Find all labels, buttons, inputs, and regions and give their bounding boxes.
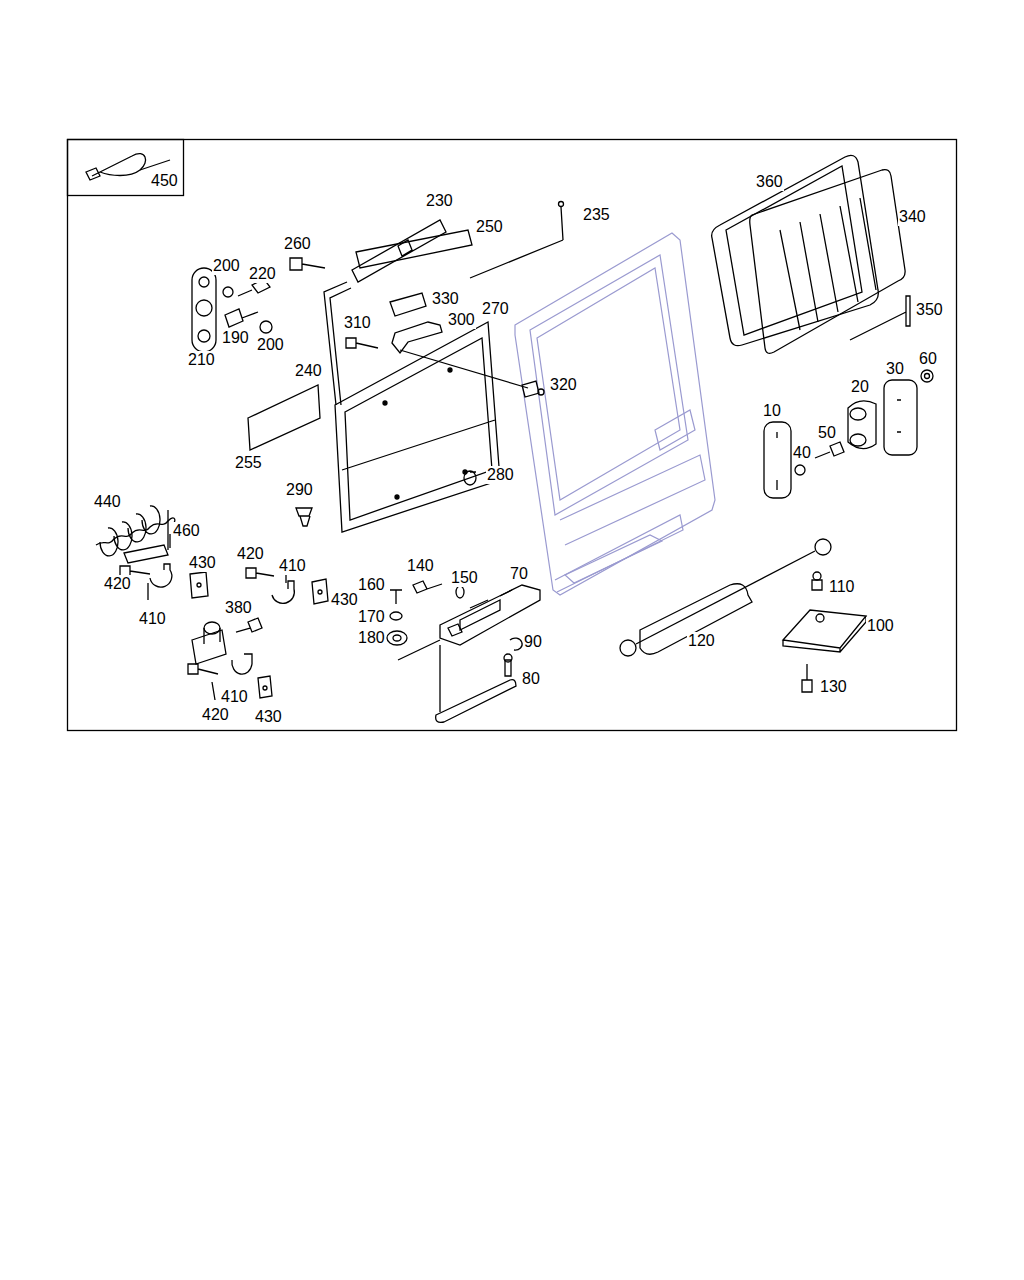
frame	[68, 140, 957, 731]
callout-number: 420	[103, 575, 132, 593]
inset-frame	[68, 140, 184, 196]
callout-number: 30	[885, 360, 905, 378]
callout-number: 350	[915, 301, 944, 319]
callout-number: 410	[138, 610, 167, 628]
callout-number: 200	[212, 257, 241, 275]
callout-number: 270	[481, 300, 510, 318]
callout-number: 80	[521, 670, 541, 688]
callout-number: 410	[220, 688, 249, 706]
callout-number: 420	[236, 545, 265, 563]
callout-number: 235	[582, 206, 611, 224]
callout-number: 280	[486, 466, 515, 484]
callout-number: 200	[256, 336, 285, 354]
callout-number: 110	[828, 578, 856, 596]
callout-number: 100	[866, 617, 895, 635]
callout-number: 70	[509, 565, 529, 583]
callout-number: 330	[431, 290, 460, 308]
callout-number: 180	[357, 629, 386, 647]
callout-number: 310	[343, 314, 372, 332]
callout-number: 150	[450, 569, 479, 587]
callout-number: 430	[254, 708, 283, 726]
callout-number: 230	[425, 192, 454, 210]
callout-number: 430	[330, 591, 359, 609]
callout-number: 90	[523, 633, 543, 651]
callout-number: 450	[150, 172, 179, 190]
callout-number: 380	[224, 599, 253, 617]
callout-number: 460	[172, 522, 201, 540]
callout-number: 220	[248, 265, 277, 283]
callout-number: 290	[285, 481, 314, 499]
callout-number: 300	[447, 311, 476, 329]
callout-number: 440	[93, 493, 122, 511]
callout-number: 260	[283, 235, 312, 253]
callout-number: 160	[357, 576, 386, 594]
callout-number: 320	[549, 376, 578, 394]
callout-number: 50	[817, 424, 837, 442]
callout-number: 10	[762, 402, 782, 420]
callout-number: 130	[819, 678, 848, 696]
callout-number: 60	[918, 350, 938, 368]
callout-number: 210	[187, 351, 216, 369]
callout-number: 240	[294, 362, 323, 380]
callout-number: 340	[898, 208, 927, 226]
callout-number: 360	[755, 173, 784, 191]
callout-number: 410	[278, 557, 307, 575]
callout-number: 420	[201, 706, 230, 724]
callout-number: 140	[406, 557, 435, 575]
callout-number: 190	[221, 329, 250, 347]
callout-number: 120	[687, 632, 716, 650]
callout-number: 255	[234, 454, 263, 472]
callout-number: 430	[188, 554, 217, 572]
callout-number: 40	[792, 444, 812, 462]
callout-number: 170	[357, 608, 386, 626]
callout-number: 250	[475, 218, 504, 236]
callout-number: 20	[850, 378, 870, 396]
